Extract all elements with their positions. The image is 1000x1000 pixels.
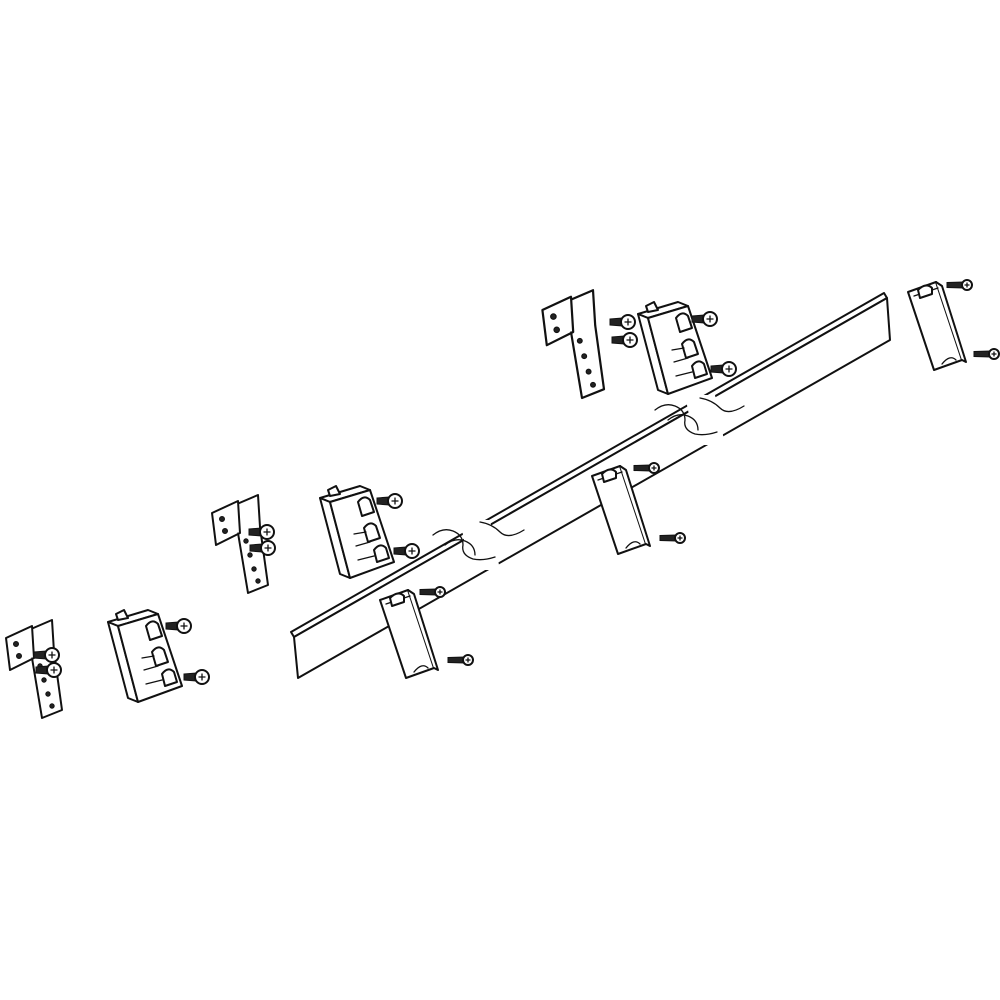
screw xyxy=(393,543,420,559)
screw xyxy=(710,361,737,377)
screw xyxy=(183,669,210,685)
screw xyxy=(691,311,718,327)
bolt xyxy=(973,348,1000,360)
screw xyxy=(165,618,192,634)
screw xyxy=(376,493,403,509)
bolt xyxy=(659,532,686,544)
rail-break-mark xyxy=(432,520,525,570)
bolt xyxy=(447,654,474,666)
rail-break-mark xyxy=(654,395,745,445)
end-clip xyxy=(907,281,967,371)
screw xyxy=(609,314,636,330)
screw xyxy=(611,332,638,348)
angle-hinge-plate xyxy=(541,289,606,400)
bolt xyxy=(946,279,973,291)
